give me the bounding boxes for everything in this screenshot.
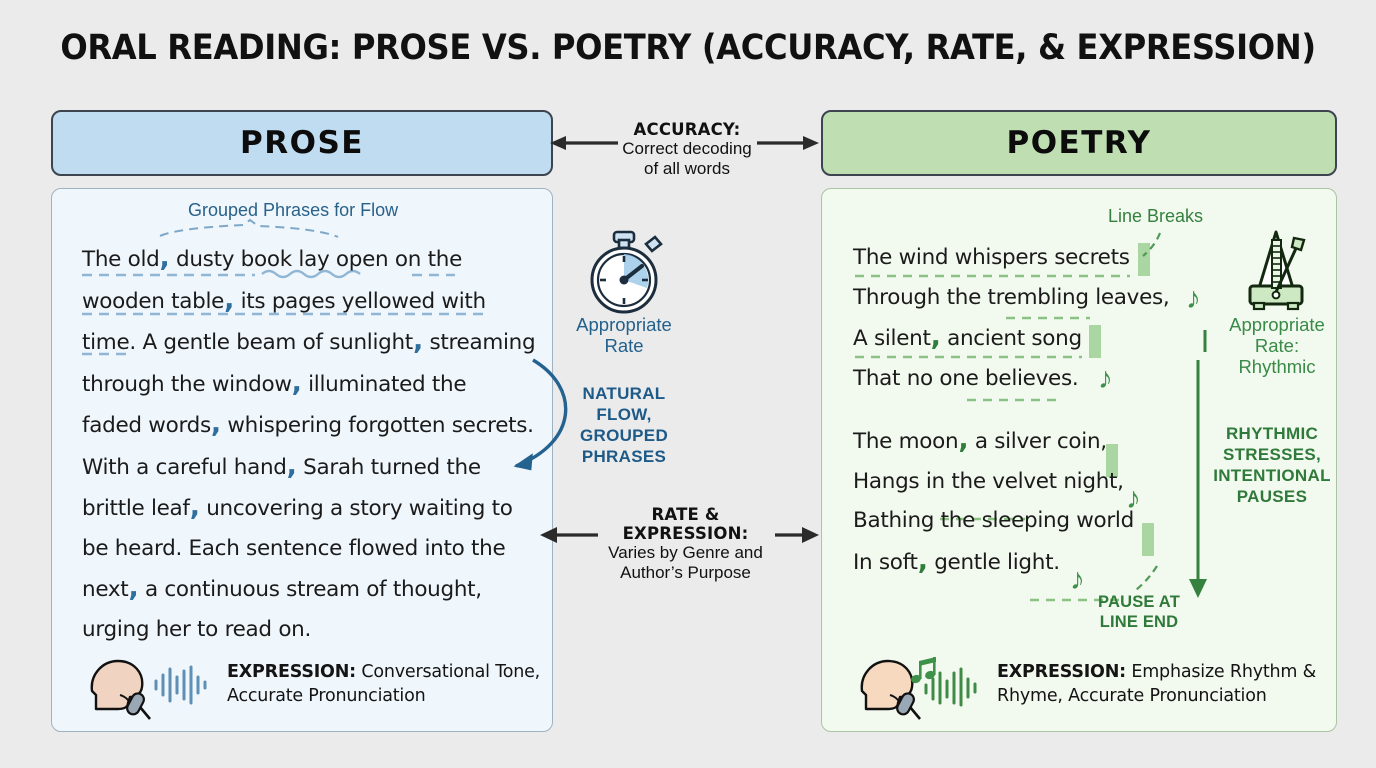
music-note-icon: ♪ — [1186, 282, 1201, 315]
rhythm-note-line: INTENTIONAL — [1213, 466, 1331, 485]
poetry-expression-value2: Rhyme, Accurate Pronunciation — [997, 686, 1267, 706]
poetry-expression-value1: Emphasize Rhythm & — [1131, 662, 1317, 682]
accuracy-label-group: ACCURACY: Correct decoding of all words — [603, 120, 771, 179]
music-note-icon: ♪ — [1126, 482, 1141, 515]
prose-expression-label: EXPRESSION: — [227, 662, 356, 682]
natural-flow-line: PHRASES — [581, 447, 667, 466]
pause-label-line1: PAUSE AT — [1098, 593, 1180, 611]
right-rate-line3: Rhythmic — [1238, 356, 1316, 377]
accuracy-line2: of all words — [644, 159, 730, 178]
rate-expression-line1: Varies by Genre and — [608, 543, 763, 562]
prose-expression-value1: Conversational Tone, — [361, 662, 541, 682]
page-title: ORAL READING: PROSE VS. POETRY (ACCURACY… — [60, 28, 1316, 68]
music-note-icon — [911, 657, 936, 684]
rate-expression-line2: Author’s Purpose — [620, 563, 751, 582]
appropriate-rate-rhythmic-caption: Appropriate Rate: Rhythmic — [1214, 314, 1340, 377]
prose-expression-value2: Accurate Pronunciation — [227, 686, 426, 706]
rhythm-note-line: PAUSES — [1236, 487, 1308, 506]
rate-caption-line2: Rate — [604, 335, 644, 356]
rhythm-note-line: STRESSES, — [1222, 445, 1322, 464]
poetry-expression-text: EXPRESSION: Emphasize Rhythm & Rhyme, Ac… — [997, 660, 1316, 708]
accuracy-heading: ACCURACY: — [633, 120, 741, 139]
natural-flow-line: FLOW, — [596, 405, 652, 424]
natural-flow-line: NATURAL — [582, 384, 666, 403]
poetry-header-pill: POETRY — [821, 110, 1337, 176]
prose-header-pill: PROSE — [51, 110, 553, 176]
prose-expression-text: EXPRESSION: Conversational Tone, Accurat… — [227, 660, 540, 708]
poetry-expression-row: EXPRESSION: Emphasize Rhythm & Rhyme, Ac… — [854, 655, 1316, 720]
poetry-panel — [821, 188, 1337, 732]
right-rate-line1: Appropriate — [1229, 314, 1325, 335]
line-breaks-label: Line Breaks — [1108, 206, 1204, 226]
pause-at-line-end-label: PAUSE AT LINE END — [1089, 592, 1189, 632]
rate-expression-label-group: RATE & EXPRESSION: Varies by Genre and A… — [588, 505, 783, 583]
speaking-head-microphone-music-icon — [854, 655, 984, 720]
rate-expression-heading: RATE & EXPRESSION: — [622, 505, 749, 543]
prose-panel — [51, 188, 553, 732]
grouped-phrases-label: Grouped Phrases for Flow — [188, 200, 399, 220]
poetry-expression-label: EXPRESSION: — [997, 662, 1126, 682]
accuracy-line1: Correct decoding — [622, 139, 752, 158]
rhythm-note-line: RHYTHMIC — [1225, 424, 1319, 443]
prose-header-label: PROSE — [240, 125, 364, 161]
prose-expression-row: EXPRESSION: Conversational Tone, Accurat… — [84, 655, 540, 720]
poetry-header-label: POETRY — [1006, 125, 1152, 161]
right-rate-line2: Rate: — [1254, 335, 1300, 356]
metronome-icon — [1236, 228, 1316, 314]
pause-label-line2: LINE END — [1099, 613, 1179, 631]
stopwatch-icon — [578, 226, 670, 318]
speaking-head-microphone-icon — [84, 655, 214, 720]
rate-caption-line1: Appropriate — [576, 314, 672, 335]
rhythmic-stresses-note: RHYTHMIC STRESSES, INTENTIONAL PAUSES — [1210, 423, 1334, 507]
natural-flow-line: GROUPED — [579, 426, 669, 445]
natural-flow-note: NATURAL FLOW, GROUPED PHRASES — [572, 383, 676, 467]
music-note-icon: ♪ — [1070, 563, 1085, 596]
appropriate-rate-caption: Appropriate Rate — [556, 314, 692, 356]
music-note-icon: ♪ — [1098, 362, 1113, 395]
